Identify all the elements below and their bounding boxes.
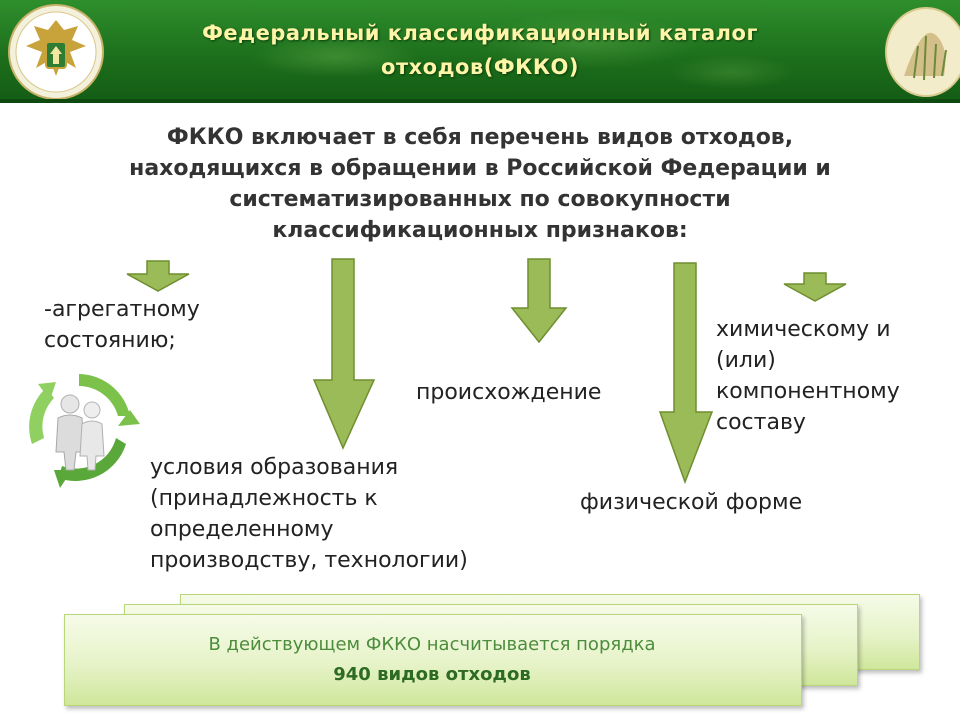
criterion-line: (принадлежность к	[150, 486, 378, 511]
criterion-chemical: химическому и (или) компонентному состав…	[716, 314, 900, 438]
intro-line: находящихся в обращении в Российской Фед…	[129, 156, 831, 181]
map-texture	[120, 0, 840, 103]
criterion-physical: физической форме	[580, 487, 802, 518]
arrow-down-icon	[312, 258, 376, 450]
title-line-1: Федеральный классификационный каталог	[202, 21, 758, 45]
footer-line-2: 940 видов отходов	[333, 664, 531, 685]
page-title: Федеральный классификационный каталог от…	[130, 16, 830, 84]
footer-card-front	[64, 614, 802, 706]
title-line-2: отходов(ФККО)	[381, 55, 579, 79]
seal-icon	[885, 7, 960, 97]
criterion-line: составу	[716, 410, 806, 435]
header-bar: Федеральный классификационный каталог от…	[0, 0, 960, 103]
criterion-line: состоянию;	[44, 328, 176, 353]
criterion-origin: происхождение	[416, 377, 601, 408]
arrow-down-icon	[658, 262, 714, 484]
intro-line: классификационных признаков:	[272, 218, 688, 243]
criterion-line: условия образования	[150, 455, 399, 480]
arrow-down-icon	[126, 260, 190, 292]
arrow-down-icon	[510, 258, 568, 344]
criterion-line: производству, технологии)	[150, 548, 468, 573]
criterion-line: (или)	[716, 348, 776, 373]
criterion-line: химическому и	[716, 317, 891, 342]
recycle-people-icon	[29, 374, 140, 488]
criterion-line: определенному	[150, 517, 334, 542]
intro-text: ФККО включает в себя перечень видов отхо…	[40, 122, 920, 246]
intro-line: систематизированных по совокупности	[229, 187, 731, 212]
criterion-line: компонентному	[716, 379, 900, 404]
criterion-formation: условия образования (принадлежность к оп…	[150, 452, 468, 576]
emblem-icon	[8, 4, 104, 100]
criterion-line: физической форме	[580, 490, 803, 515]
criterion-aggregate: -агрегатному состоянию;	[44, 294, 200, 356]
footer-line-1: В действующем ФККО насчитывается порядка	[208, 634, 656, 655]
arrow-down-icon	[783, 272, 847, 302]
criterion-line: происхождение	[416, 380, 602, 405]
criterion-line: -агрегатному	[44, 297, 200, 322]
intro-line: ФККО включает в себя перечень видов отхо…	[166, 125, 794, 150]
footer-text: В действующем ФККО насчитывается порядка…	[64, 630, 800, 690]
